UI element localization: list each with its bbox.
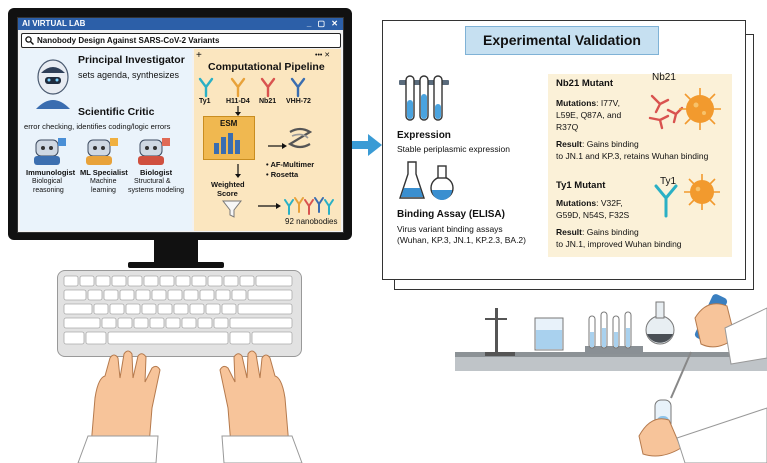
ty1-mut-value: : V32F, (596, 198, 623, 208)
agent-biologist-desc1: Structural & (134, 178, 171, 185)
esm-box: ESM (203, 116, 255, 160)
ml-specialist-robot-icon (86, 138, 118, 165)
tool-rosetta: • Rosetta (266, 170, 299, 179)
ty1-mutations-1: Mutations: V32F, (556, 198, 623, 208)
ty1-mutations-2: G59D, N54S, F32S (556, 210, 630, 220)
typing-hands (77, 350, 303, 463)
protein-structure-icon (287, 127, 313, 149)
result-nanobodies: 92 nanobodies (285, 217, 338, 226)
search-bar[interactable]: Nanobody Design Against SARS-CoV-2 Varia… (21, 33, 341, 48)
validation-title: Experimental Validation (465, 26, 659, 55)
nb21-binding-virus-icon (648, 88, 721, 130)
agent-biologist-desc2: systems modeling (128, 187, 185, 194)
virtual-lab-window: AI VIRTUAL LAB _ ▢ ✕ Nanobody Design Aga… (17, 17, 344, 233)
nb21-mut-value: : I77V, (596, 98, 620, 108)
nanobody-icons (198, 77, 306, 98)
nb21-result-1: Result: Gains binding (556, 139, 639, 149)
agent-immunologist-name: Immunologist (26, 168, 76, 177)
nb21-res-value: : Gains binding (581, 139, 639, 149)
robot-investigator-icon (36, 59, 70, 109)
ty1-mut-label: Mutations (556, 198, 597, 208)
add-icon[interactable]: + (196, 50, 202, 61)
ty1-label: Ty1 (660, 176, 677, 187)
expression-title: Expression (397, 130, 451, 141)
pi-title: Principal Investigator (78, 54, 185, 66)
flow-arrow-icon (368, 134, 382, 156)
lab-bench-top (455, 352, 767, 358)
critic-desc: error checking, identifies coding/logic … (24, 122, 171, 131)
nb21-mutations-3: R37Q (556, 122, 579, 132)
ty1-result-2: to JN.1, improved Wuhan binding (556, 239, 682, 249)
agent-immunologist-desc2: reasoning (33, 187, 64, 194)
search-text: Nanobody Design Against SARS-CoV-2 Varia… (37, 36, 220, 45)
keyboard-keys (63, 275, 293, 345)
pipeline-title: Computational Pipeline (208, 61, 325, 73)
ty1-binding-virus-icon (654, 174, 720, 218)
funnel-icon (222, 200, 242, 218)
score-label-1: Weighted (211, 180, 245, 189)
ty1-title: Ty1 Mutant (556, 180, 606, 191)
search-icon (25, 36, 34, 45)
window-titlebar: AI VIRTUAL LAB _ ▢ ✕ (18, 18, 343, 30)
nb21-mutations-1: Mutations: I77V, (556, 98, 620, 108)
window-title: AI VIRTUAL LAB (22, 19, 86, 28)
pipeline-arrows (235, 106, 287, 209)
esm-label: ESM (220, 119, 238, 128)
tool-rosetta-label: Rosetta (270, 170, 299, 179)
nb-vhh72: VHH-72 (286, 98, 311, 105)
binding-title: Binding Assay (ELISA) (397, 209, 505, 220)
tool-afmultimer: • AF-Multimer (266, 160, 315, 169)
flasks-icon (399, 161, 454, 200)
pi-desc: sets agenda, synthesizes (78, 70, 180, 80)
critic-title: Scientific Critic (78, 106, 155, 118)
agent-biologist-name: Biologist (140, 168, 173, 177)
agent-immunologist-desc1: Biological (32, 178, 62, 185)
binding-desc-1: Virus variant binding assays (397, 224, 503, 234)
nanobody-library-icon (284, 197, 334, 215)
immunologist-robot-icon (34, 138, 66, 165)
lab-bench (455, 357, 767, 371)
ty1-res-value: : Gains binding (581, 227, 639, 237)
window-controls[interactable]: _ ▢ ✕ (306, 19, 340, 28)
flow-arrow-shaft (352, 141, 370, 149)
agent-ml-desc1: Machine (90, 178, 117, 185)
nb21-result-2: to JN.1 and KP.3, retains Wuhan binding (556, 151, 709, 161)
lab-equipment (485, 294, 767, 463)
nb21-title: Nb21 Mutant (556, 78, 613, 89)
bar-chart-icon (214, 133, 240, 154)
monitor-stand (154, 240, 198, 266)
agent-ml-name: ML Specialist (80, 168, 128, 177)
ty1-result-1: Result: Gains binding (556, 227, 639, 237)
monitor-base (128, 262, 224, 268)
nb21-res-label: Result (556, 139, 582, 149)
nb21-label: Nb21 (652, 72, 676, 83)
nb-ty1: Ty1 (199, 98, 211, 105)
ty1-res-label: Result (556, 227, 582, 237)
test-tubes-icon (399, 75, 449, 121)
tool-afmultimer-label: AF-Multimer (270, 160, 315, 169)
biologist-robot-icon (138, 138, 170, 165)
binding-desc-2: (Wuhan, KP.3, JN.1, KP.2.3, BA.2) (397, 235, 526, 245)
agent-ml-desc2: learning (91, 187, 116, 194)
nb21-mutations-2: L59E, Q87A, and (556, 110, 622, 120)
panel-menu-icon[interactable]: ••• ✕ (315, 52, 331, 59)
nb-nb21: Nb21 (259, 98, 277, 105)
score-label-2: Score (217, 189, 238, 198)
nb21-mut-label: Mutations (556, 98, 597, 108)
nb-h11d4: H11-D4 (226, 98, 250, 105)
expression-desc: Stable periplasmic expression (397, 144, 510, 154)
